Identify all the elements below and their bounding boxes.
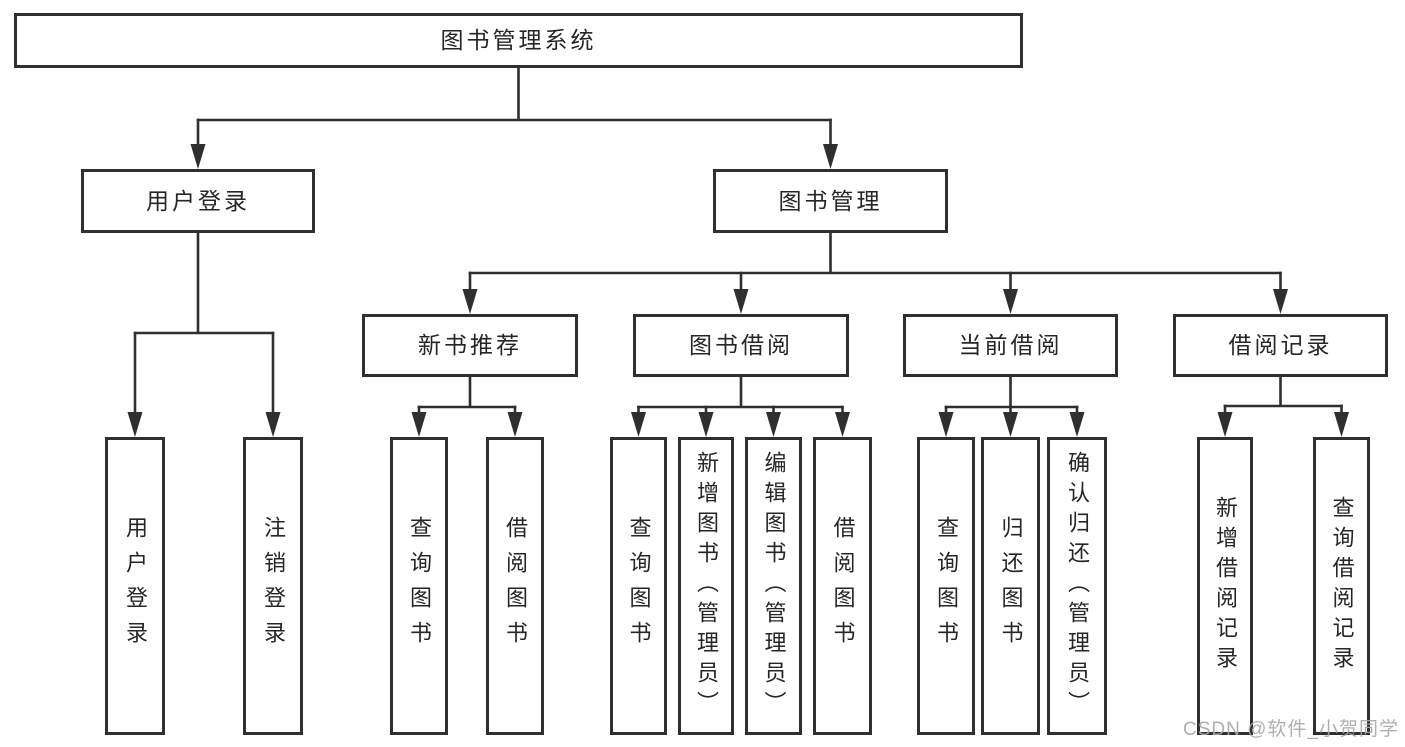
node-label-cb-query: 查询图书 — [934, 516, 959, 656]
node-root: 图书管理系统 — [14, 13, 1023, 68]
node-book-mgmt: 图书管理 — [713, 169, 948, 233]
node-label-br-query: 查询借阅记录 — [1329, 496, 1355, 676]
node-label-new-book-rec: 新书推荐 — [418, 332, 522, 358]
node-nbr-borrow: 借阅图书 — [486, 437, 544, 735]
node-label-root: 图书管理系统 — [440, 27, 597, 53]
node-br-add: 新增借阅记录 — [1197, 437, 1253, 735]
node-label-current-borrow: 当前借阅 — [958, 332, 1063, 358]
node-bb-add: 新增图书（管理员） — [678, 437, 734, 735]
node-label-bb-add: 新增图书（管理员） — [694, 451, 719, 721]
node-new-book-rec: 新书推荐 — [362, 314, 578, 377]
node-current-borrow: 当前借阅 — [903, 314, 1118, 377]
node-label-bb-edit: 编辑图书（管理员） — [761, 451, 787, 721]
node-leaf-user-login: 用户登录 — [105, 437, 165, 735]
node-cb-query: 查询图书 — [917, 437, 975, 735]
node-borrow-record: 借阅记录 — [1173, 314, 1388, 377]
node-label-borrow-record: 借阅记录 — [1228, 332, 1333, 358]
node-label-leaf-user-login: 用户登录 — [123, 516, 148, 656]
node-leaf-logout: 注销登录 — [243, 437, 303, 735]
watermark: CSDN @软件_小贺同学 — [1183, 719, 1399, 740]
node-label-bb-query: 查询图书 — [626, 516, 652, 656]
node-book-borrow: 图书借阅 — [633, 314, 849, 377]
node-cb-return: 归还图书 — [981, 437, 1040, 735]
node-bb-borrow: 借阅图书 — [813, 437, 872, 735]
node-label-bb-borrow: 借阅图书 — [830, 516, 856, 656]
node-label-nbr-query: 查询图书 — [407, 516, 432, 656]
node-br-query: 查询借阅记录 — [1313, 437, 1370, 735]
node-nbr-query: 查询图书 — [390, 437, 448, 735]
node-label-leaf-logout: 注销登录 — [261, 516, 286, 656]
node-cb-confirm: 确认归还（管理员） — [1047, 437, 1107, 735]
node-label-book-mgmt: 图书管理 — [778, 187, 883, 214]
node-label-cb-return: 归还图书 — [998, 516, 1024, 656]
node-label-cb-confirm: 确认归还（管理员） — [1065, 451, 1090, 721]
node-label-user-login: 用户登录 — [146, 187, 250, 214]
node-label-nbr-borrow: 借阅图书 — [503, 516, 528, 656]
node-label-book-borrow: 图书借阅 — [689, 332, 793, 358]
node-label-br-add: 新增借阅记录 — [1213, 496, 1238, 676]
node-bb-query: 查询图书 — [610, 437, 667, 735]
node-bb-edit: 编辑图书（管理员） — [745, 437, 802, 735]
node-user-login: 用户登录 — [81, 169, 315, 233]
